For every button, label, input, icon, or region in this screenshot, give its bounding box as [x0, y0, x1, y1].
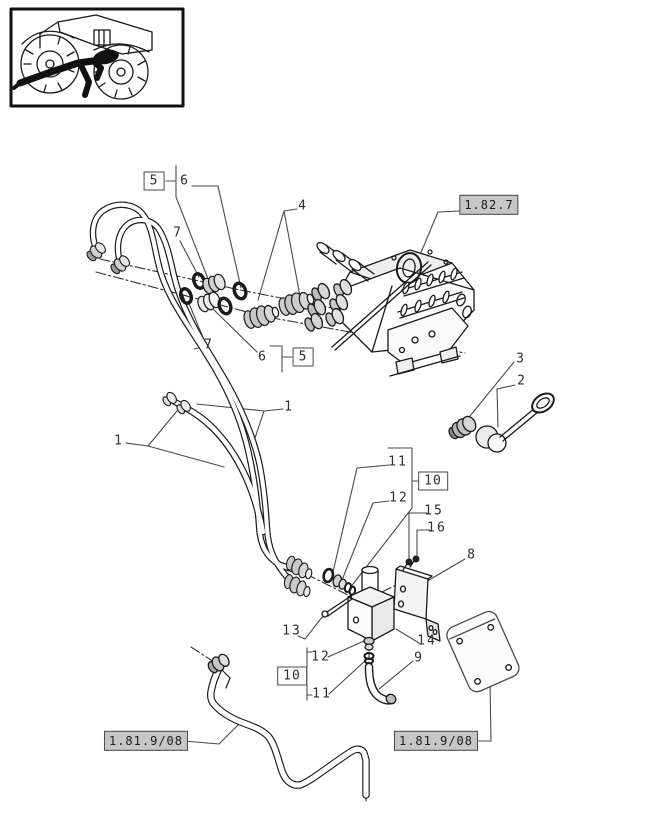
callout-8: 8: [467, 547, 477, 563]
callout-1-left: 1: [114, 433, 124, 449]
callout-7-top: 7: [173, 225, 183, 241]
callout-13: 13: [282, 623, 302, 639]
callout-10-boxed-bottom: 10: [277, 666, 307, 686]
plate-drawing: [446, 610, 520, 693]
callout-5-boxed-top: 5: [143, 171, 165, 191]
valve-left-ports: [304, 278, 353, 332]
callout-10-boxed-top: 10: [418, 471, 448, 491]
callout-3: 3: [516, 351, 526, 367]
callout-12-bottom: 12: [311, 649, 331, 665]
hose-group: [86, 201, 313, 598]
hose-9: [364, 662, 397, 705]
valve-hose-stubs: [316, 241, 375, 282]
callout-2: 2: [517, 373, 527, 389]
callout-7-mid: 7: [204, 337, 214, 353]
callout-1-right: 1: [284, 399, 294, 415]
callout-14: 14: [417, 633, 437, 649]
coupler-item4-top: [278, 291, 315, 316]
valve-assembly-drawing: [304, 241, 475, 377]
callout-6-mid: 6: [258, 349, 268, 365]
ref-label-18198-right[interactable]: 1.81.9/08: [393, 730, 479, 752]
tractor-thumbnail: [9, 7, 185, 108]
callout-11-top: 11: [388, 454, 408, 470]
pipe-drawing: [207, 653, 370, 799]
fitting-train: [178, 272, 315, 329]
ref-label-18198-left[interactable]: 1.81.9/08: [103, 730, 189, 752]
callout-15: 15: [424, 503, 444, 519]
callout-9: 9: [414, 650, 424, 666]
callout-11-bottom: 11: [312, 686, 332, 702]
hose-end-fittings: [86, 242, 313, 598]
callout-12-top: 12: [389, 490, 409, 506]
bracket-drawing: [393, 555, 441, 642]
callout-4: 4: [298, 198, 308, 214]
coupler-item4-bottom: [243, 304, 280, 329]
callout-6-top: 6: [180, 173, 190, 189]
callout-16: 16: [427, 520, 447, 536]
ref-label-1827[interactable]: 1.82.7: [459, 194, 519, 216]
junction-block-drawing: [321, 565, 397, 705]
cap-plug-drawing: [448, 392, 555, 453]
callout-5-boxed-mid: 5: [292, 347, 314, 367]
